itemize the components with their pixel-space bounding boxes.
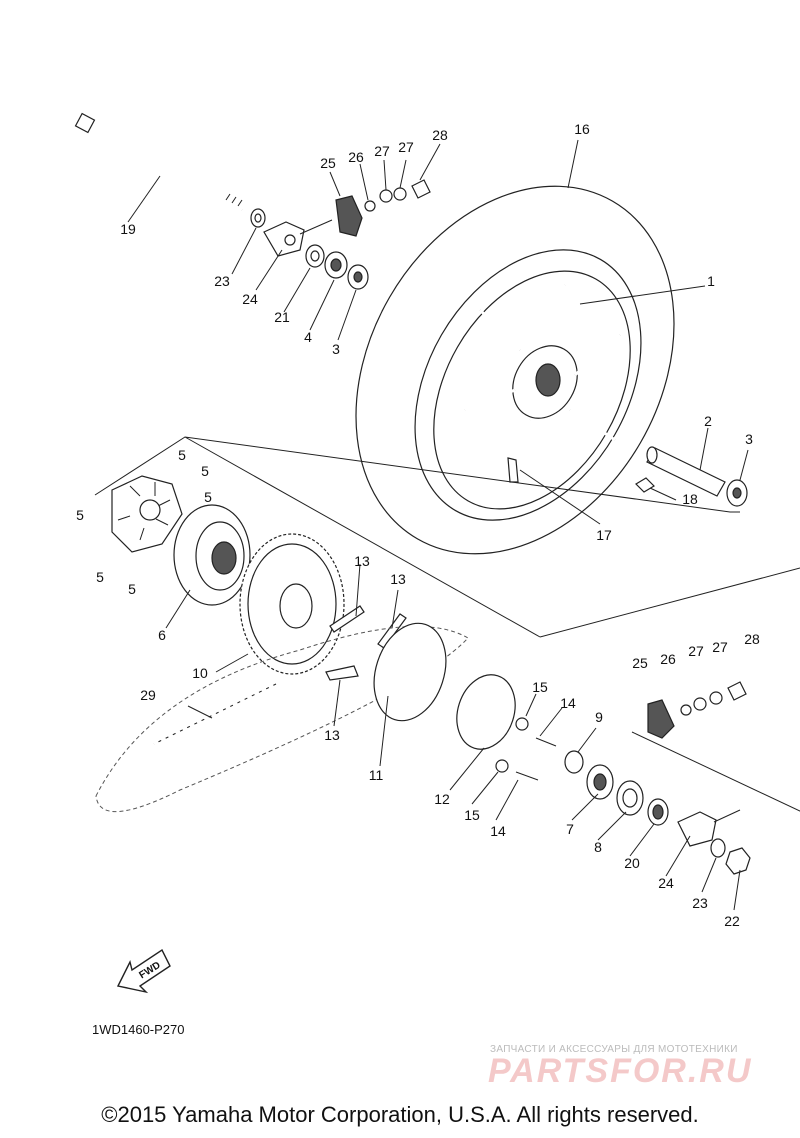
callout-6: 6: [158, 627, 166, 643]
callout-16: 16: [574, 121, 590, 137]
figure-code: 1WD1460-P270: [92, 1022, 185, 1037]
callout-14: 14: [560, 695, 576, 711]
fwd-arrow-icon: FWD: [116, 948, 171, 994]
sprocket-10: [239, 533, 345, 675]
callout-5: 5: [178, 447, 186, 463]
callout-11: 11: [369, 767, 384, 783]
callout-26: 26: [348, 149, 364, 165]
callout-27: 27: [398, 139, 414, 155]
callout-24: 24: [242, 291, 258, 307]
clutch-hub-6: [173, 504, 251, 606]
callout-23: 23: [692, 895, 708, 911]
callout-21: 21: [274, 309, 290, 325]
leader-lines: [127, 139, 749, 911]
callout-27: 27: [374, 143, 390, 159]
callout-5: 5: [76, 507, 84, 523]
callout-5: 5: [204, 489, 212, 505]
studs-and-nuts: [495, 717, 557, 781]
callout-15: 15: [464, 807, 480, 823]
callout-12: 12: [434, 791, 450, 807]
callout-26: 26: [660, 651, 676, 667]
callout-24: 24: [658, 875, 674, 891]
drive-chain-29: [95, 625, 469, 813]
watermark-tagline: ЗАПЧАСТИ И АКСЕССУАРЫ ДЛЯ МОТОТЕХНИКИ: [490, 1044, 738, 1055]
callout-27: 27: [688, 643, 704, 659]
wheel-assembly: [355, 185, 675, 555]
callout-3: 3: [332, 341, 340, 357]
callout-29: 29: [140, 687, 156, 703]
right-adjuster-parts: [631, 681, 800, 875]
right-axle-parts: [564, 750, 669, 826]
callout-9: 9: [595, 709, 603, 725]
callout-1: 1: [707, 273, 715, 289]
callout-14: 14: [490, 823, 506, 839]
axle-part-19: [74, 112, 243, 212]
callout-3: 3: [745, 431, 753, 447]
callout-28: 28: [744, 631, 760, 647]
callout-13: 13: [354, 553, 370, 569]
chain-guards: [373, 622, 516, 750]
callout-18: 18: [682, 491, 698, 507]
callout-2: 2: [704, 413, 712, 429]
callout-25: 25: [632, 655, 648, 671]
right-hub-parts: [635, 446, 748, 507]
callout-22: 22: [724, 913, 740, 929]
callout-8: 8: [594, 839, 602, 855]
callout-10: 10: [192, 665, 208, 681]
callout-13: 13: [324, 727, 340, 743]
chain-locks-13: [325, 605, 407, 681]
callout-7: 7: [566, 821, 574, 837]
callout-5: 5: [201, 463, 209, 479]
callout-20: 20: [624, 855, 640, 871]
callout-5: 5: [96, 569, 104, 585]
callout-27: 27: [712, 639, 728, 655]
watermark-logo: PARTSFOR.RU: [488, 1052, 753, 1090]
callout-23: 23: [214, 273, 230, 289]
callout-19: 19: [120, 221, 136, 237]
callout-25: 25: [320, 155, 336, 171]
callout-4: 4: [304, 329, 312, 345]
copyright-notice: ©2015 Yamaha Motor Corporation, U.S.A. A…: [101, 1102, 699, 1127]
damper-rubbers: [111, 475, 183, 553]
left-side-parts: [250, 179, 431, 290]
callout-13: 13: [390, 571, 406, 587]
callout-28: 28: [432, 127, 448, 143]
callout-5: 5: [128, 581, 136, 597]
callouts: 16 1 2 3 3 4 5 5 5 5 5 5 6 7 8 9 10 11 1…: [76, 121, 760, 929]
callout-17: 17: [596, 527, 612, 543]
callout-15: 15: [532, 679, 548, 695]
